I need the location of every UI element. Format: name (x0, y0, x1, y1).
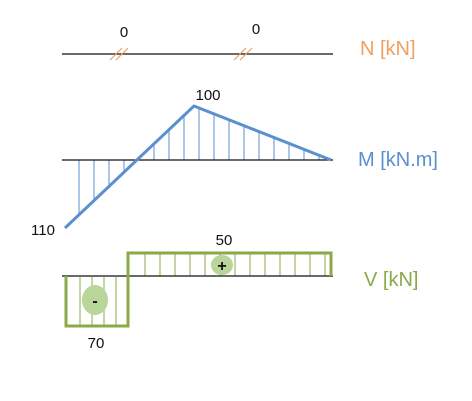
shear-diagram-label: V [kN] (364, 269, 418, 291)
axial-value-left: 0 (120, 24, 128, 41)
axial-break-mark-right (233, 47, 253, 61)
shear-negative-sign: - (92, 293, 97, 310)
shear-hatching (79, 254, 326, 325)
axial-break-mark-left (109, 47, 129, 61)
moment-diagram: 100 110 M [kN.m] (31, 87, 438, 239)
shear-diagram: - + 50 70 V [kN] (62, 232, 418, 352)
shear-value-positive: 50 (216, 232, 233, 249)
moment-value-max: 100 (195, 87, 220, 104)
axial-force-diagram: 0 0 N [kN] (62, 21, 416, 61)
moment-diagram-label: M [kN.m] (358, 149, 438, 171)
shear-outline (64, 251, 333, 328)
shear-negative-sign-badge (82, 285, 108, 315)
shear-value-negative: 70 (88, 335, 105, 352)
axial-diagram-label: N [kN] (360, 38, 416, 60)
moment-value-min: 110 (31, 222, 55, 239)
moment-curve (63, 104, 332, 230)
moment-hatching (78, 107, 320, 215)
shear-positive-sign-badge (211, 255, 233, 275)
shear-positive-sign: + (217, 258, 226, 275)
axial-value-right: 0 (252, 21, 260, 38)
